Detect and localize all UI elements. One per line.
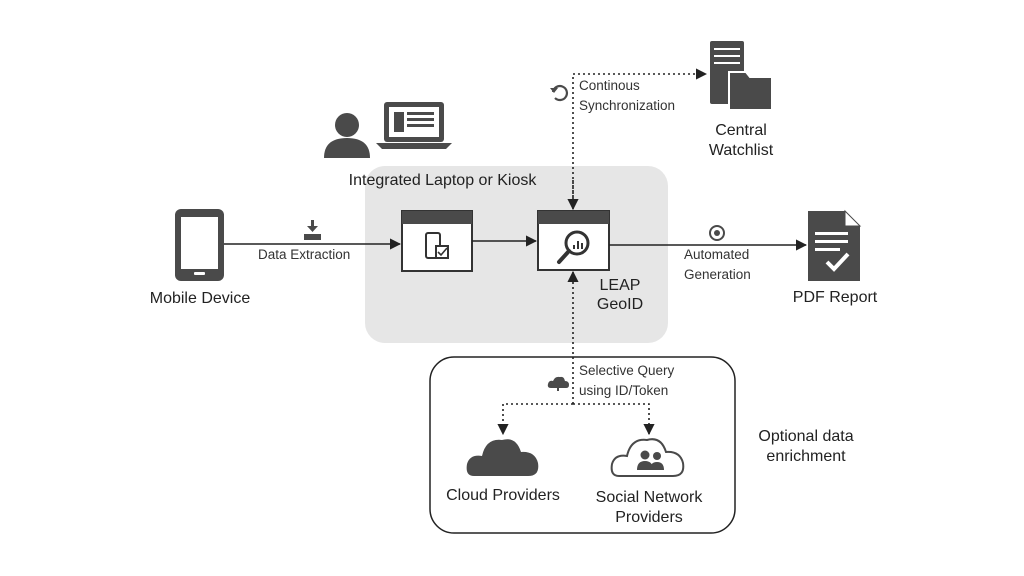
pdf-document-icon [808, 209, 862, 281]
query-label-line1: Selective Query [579, 363, 675, 378]
sync-label-line1: Continous [579, 78, 640, 93]
social-network-icon [610, 438, 685, 477]
leap-geoid-label: LEAP GeoID [590, 276, 650, 314]
optional-label-line1: Optional data [758, 428, 854, 445]
person-icon [324, 113, 370, 158]
social-label-line2: Providers [615, 509, 683, 526]
edge-query-to-social [573, 403, 655, 436]
analytics-window-icon [537, 210, 610, 271]
edge-sync-dotted [572, 68, 708, 209]
mobile-device-label: Mobile Device [149, 290, 251, 307]
download-icon [304, 220, 321, 240]
sync-icon [550, 85, 568, 102]
query-label-line2: using ID/Token [579, 383, 669, 398]
social-network-label: Social Network Providers [587, 488, 711, 528]
cloud-icon [466, 439, 539, 476]
sync-label: Continous Synchronization [579, 76, 675, 116]
leap-label-line2: GeoID [596, 296, 644, 313]
leap-label-line1: LEAP [599, 277, 641, 294]
verification-window-icon [401, 210, 473, 272]
selective-query-label: Selective Query using ID/Token [579, 361, 674, 401]
pdf-report-label: PDF Report [792, 289, 878, 306]
central-watchlist-label: Central Watchlist [696, 121, 786, 161]
cloud-query-icon [547, 376, 569, 391]
laptop-icon [376, 102, 452, 149]
generation-icon [709, 225, 725, 241]
enrichment-box [429, 356, 736, 534]
optional-enrichment-label: Optional data enrichment [746, 427, 866, 467]
optional-label-line2: enrichment [766, 448, 846, 465]
auto-label-line2: Generation [684, 267, 751, 282]
laptop-kiosk-label: Integrated Laptop or Kiosk [348, 172, 537, 189]
auto-label-line1: Automated [684, 247, 750, 262]
central-label-line1: Central [715, 122, 767, 139]
server-folder-icon [710, 41, 773, 111]
automated-generation-label: Automated Generation [684, 245, 751, 285]
mobile-phone-icon [175, 209, 224, 281]
central-label-line2: Watchlist [708, 142, 774, 159]
sync-label-line2: Synchronization [579, 98, 676, 113]
data-extraction-label: Data Extraction [258, 247, 351, 262]
cloud-providers-label: Cloud Providers [446, 487, 560, 504]
social-label-line1: Social Network [595, 489, 703, 506]
edge-query-to-cloud [497, 403, 573, 436]
